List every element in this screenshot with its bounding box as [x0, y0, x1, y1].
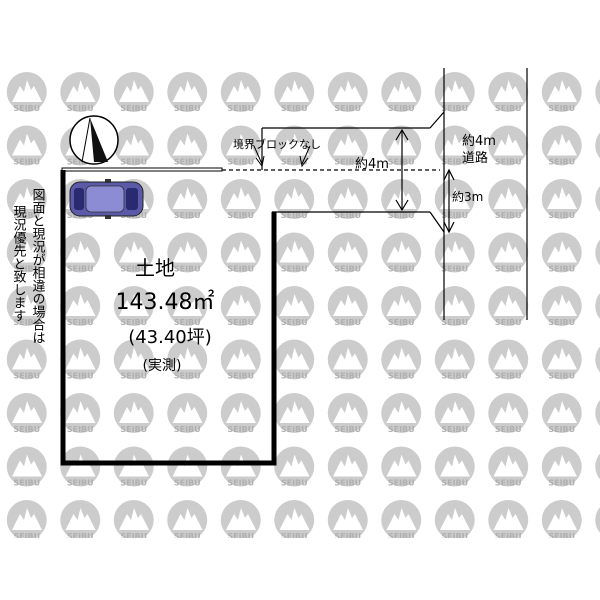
- access-path: [222, 111, 445, 233]
- road-offset-arrow: [443, 168, 455, 234]
- land-label: 土地: [135, 256, 175, 280]
- survey-note: (実測): [143, 358, 182, 374]
- road-edges: [443, 68, 528, 320]
- north-arrow-icon: [69, 115, 119, 165]
- road-offset-label: 約3m: [452, 189, 483, 204]
- access-width-arrow: [395, 128, 409, 212]
- boundary-note-arrows: [253, 145, 311, 168]
- access-width-label: 約4m: [355, 157, 389, 172]
- land-area-sqm: 143.48㎡: [116, 289, 215, 315]
- side-note: 図面と現況が相違の場合は 現況優先と致します: [11, 188, 46, 344]
- side-note-column-1: 図面と現況が相違の場合は: [30, 188, 46, 344]
- side-note-column-2: 現況優先と致します: [11, 205, 27, 322]
- road-name: 道路: [462, 150, 488, 166]
- boundary-note: 境界ブロックなし: [233, 137, 321, 151]
- car-icon: [69, 179, 144, 219]
- land-area-tsubo: (43.40坪): [128, 327, 212, 348]
- road-width-label: 約4m: [462, 134, 496, 149]
